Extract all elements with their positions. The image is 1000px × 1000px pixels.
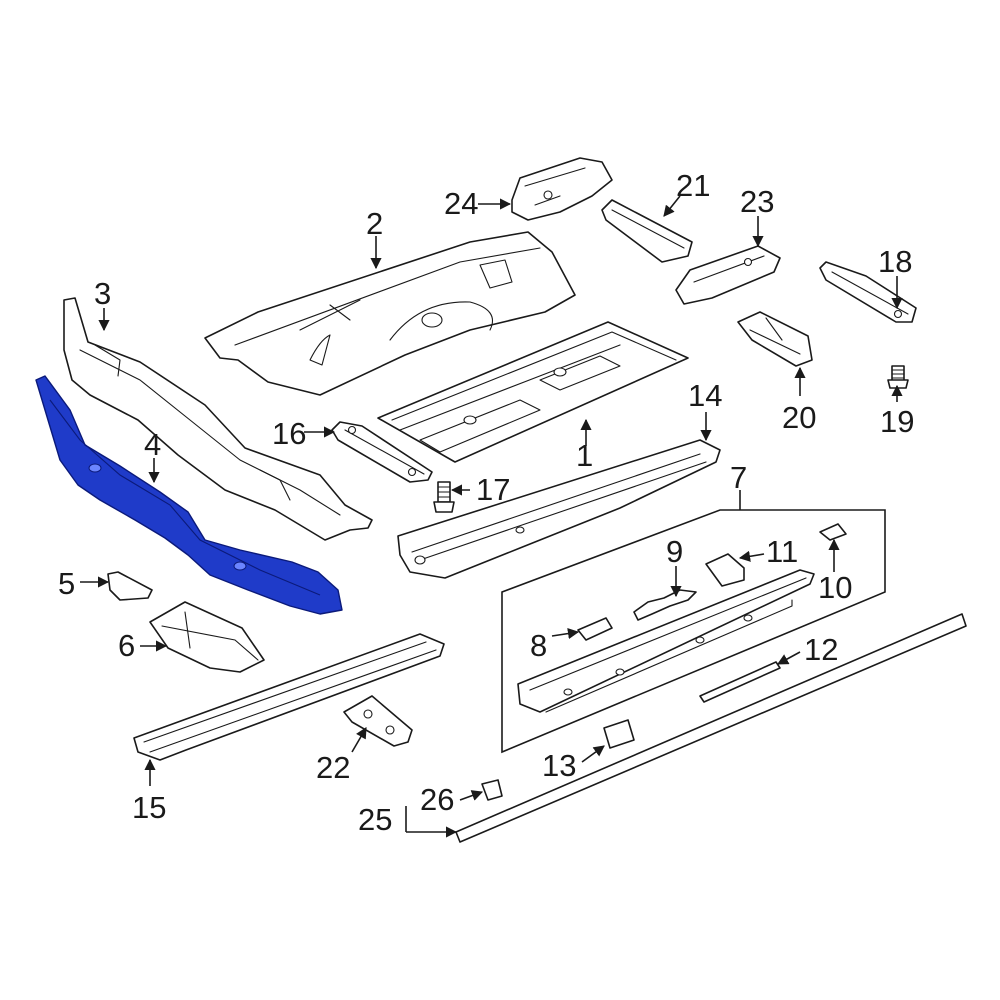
part-10-clip[interactable] bbox=[819, 523, 847, 541]
callout-7: 7 bbox=[730, 460, 747, 495]
callout-22: 22 bbox=[316, 750, 350, 785]
callout-3: 3 bbox=[94, 276, 111, 311]
part-7-inner-rocker[interactable] bbox=[517, 569, 815, 713]
part-6-reinforcement[interactable] bbox=[149, 601, 265, 673]
part-8-clip[interactable] bbox=[577, 617, 613, 641]
callout-1: 1 bbox=[576, 438, 593, 473]
part-15-side-sill[interactable] bbox=[133, 633, 445, 761]
callout-16: 16 bbox=[272, 416, 306, 451]
part-11-bracket[interactable] bbox=[705, 553, 745, 587]
callout-9: 9 bbox=[666, 534, 683, 569]
part-2-floor-pan[interactable] bbox=[204, 231, 576, 396]
callout-17: 17 bbox=[476, 472, 510, 507]
part-4-side-member-highlighted[interactable] bbox=[35, 375, 343, 615]
leader-lines bbox=[80, 195, 903, 838]
callout-11: 11 bbox=[766, 534, 798, 569]
callout-21: 21 bbox=[676, 168, 710, 203]
callout-labels: 1 2 3 4 5 6 7 8 9 10 11 12 13 14 15 16 1… bbox=[58, 168, 914, 837]
callout-24: 24 bbox=[444, 186, 478, 221]
part-26-clip[interactable] bbox=[481, 779, 503, 801]
part-16-bracket[interactable] bbox=[331, 421, 433, 483]
callout-25: 25 bbox=[358, 802, 392, 837]
part-25-molding[interactable] bbox=[455, 613, 967, 843]
callout-12: 12 bbox=[804, 632, 838, 667]
part-19-bolt[interactable] bbox=[887, 365, 909, 389]
callout-4: 4 bbox=[144, 427, 161, 462]
part-9-bracket[interactable] bbox=[633, 589, 697, 621]
part-12-strip[interactable] bbox=[699, 661, 781, 703]
callout-23: 23 bbox=[740, 184, 774, 219]
callout-18: 18 bbox=[878, 244, 912, 279]
part-23-bracket[interactable] bbox=[675, 245, 781, 305]
part-24-bracket[interactable] bbox=[511, 157, 613, 221]
part-14-rocker[interactable] bbox=[397, 439, 721, 579]
part-1-floor-pan[interactable] bbox=[377, 321, 689, 463]
part-5-bracket[interactable] bbox=[107, 571, 153, 601]
callout-6: 6 bbox=[118, 628, 135, 663]
part-13-bracket[interactable] bbox=[603, 719, 635, 749]
part-20-bracket[interactable] bbox=[737, 311, 813, 367]
callout-5: 5 bbox=[58, 566, 75, 601]
callout-2: 2 bbox=[366, 206, 383, 241]
part-7-group-box bbox=[501, 509, 886, 754]
part-3-rail-assembly[interactable] bbox=[63, 297, 373, 541]
part-22-bracket[interactable] bbox=[343, 695, 413, 747]
part-17-bolt[interactable] bbox=[433, 481, 455, 513]
callout-19: 19 bbox=[880, 404, 914, 439]
callout-26: 26 bbox=[420, 782, 454, 817]
callout-14: 14 bbox=[688, 378, 722, 413]
callout-20: 20 bbox=[782, 400, 816, 435]
callout-13: 13 bbox=[542, 748, 576, 783]
callout-10: 10 bbox=[818, 570, 852, 605]
part-21-bracket[interactable] bbox=[601, 199, 693, 263]
callout-8: 8 bbox=[530, 628, 547, 663]
callout-15: 15 bbox=[132, 790, 166, 825]
